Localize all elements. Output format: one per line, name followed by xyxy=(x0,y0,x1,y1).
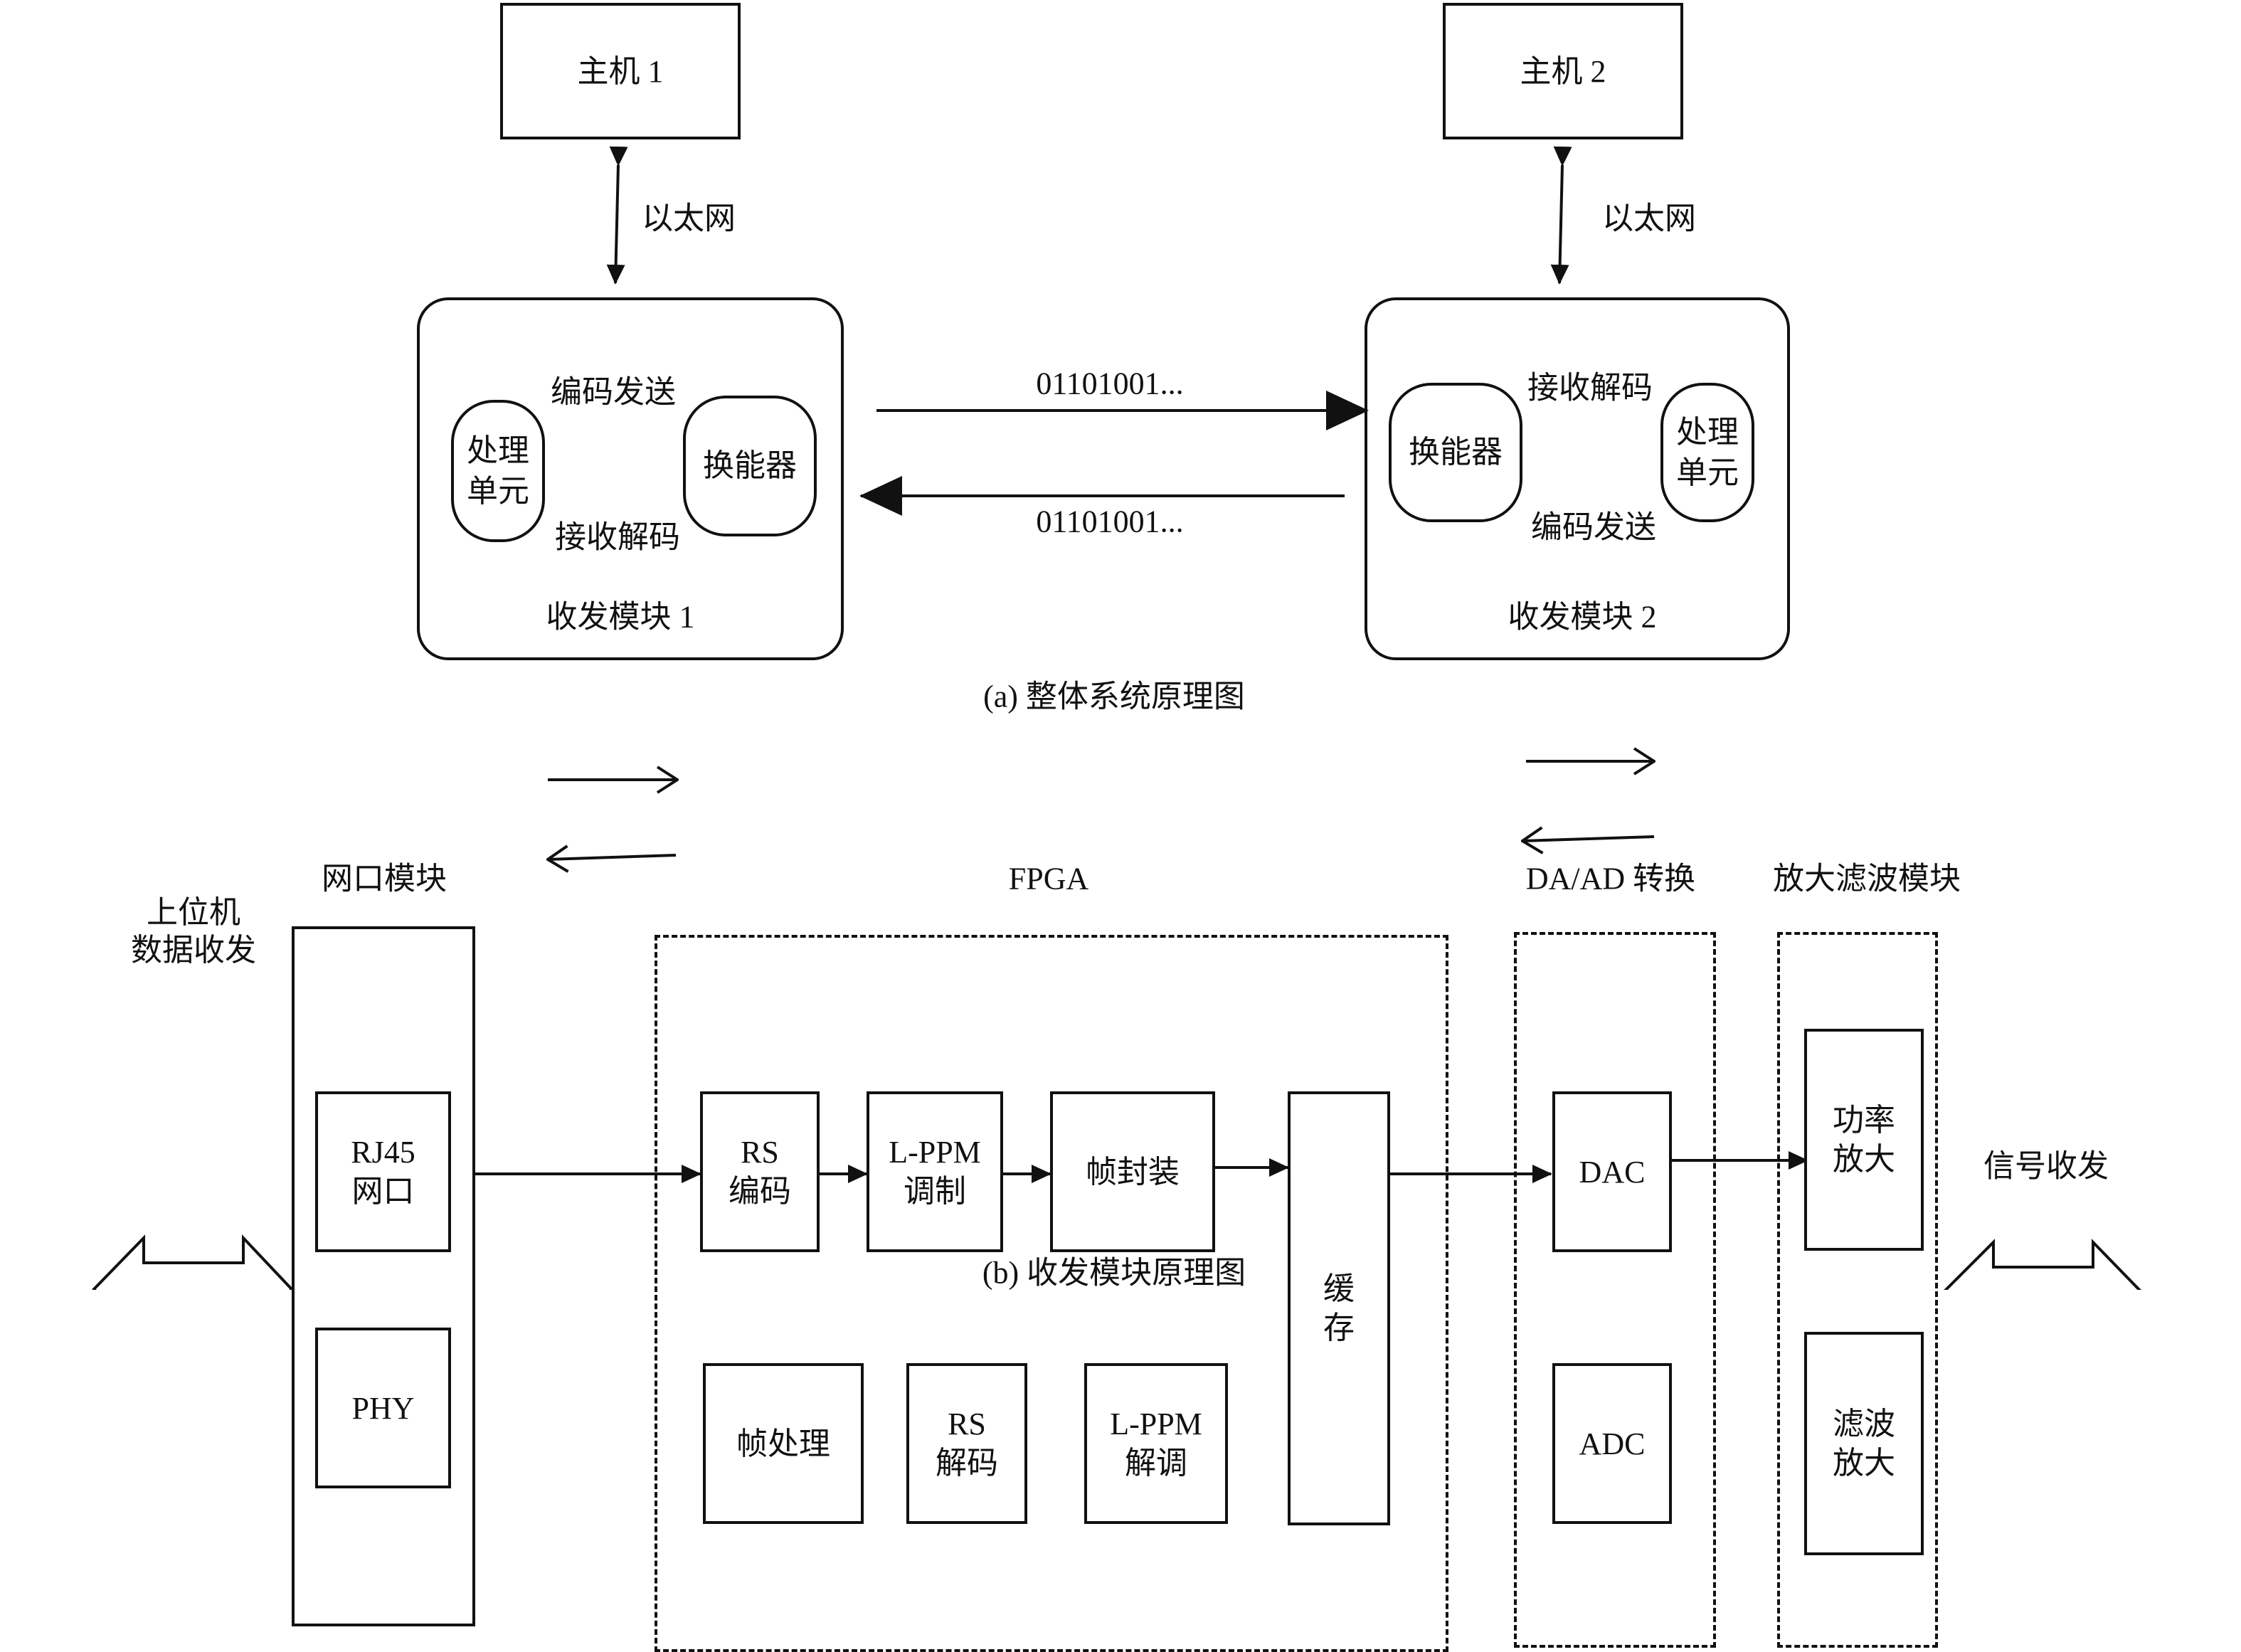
m2-encode-send-arrow xyxy=(1522,837,1655,841)
lppm-mod-box: L-PPM 调制 xyxy=(867,1091,1003,1252)
buffer-line1: 缓 xyxy=(1323,1271,1355,1306)
m1-receive-decode-label: 接收解码 xyxy=(555,519,680,555)
bitstream-label-bottom: 01101001... xyxy=(1036,504,1184,539)
host-io-double-arrow xyxy=(92,1234,294,1290)
caption-b: (b) 收发模块原理图 xyxy=(982,1255,1246,1291)
frame-pack-label: 帧封装 xyxy=(1086,1154,1180,1190)
filter-amp-line2: 放大 xyxy=(1833,1446,1895,1481)
host-io-line2: 数据收发 xyxy=(131,933,256,968)
m2-title: 收发模块 2 xyxy=(1508,599,1657,635)
adc-box: ADC xyxy=(1552,1363,1672,1524)
rs-encode-line2: 编码 xyxy=(729,1174,791,1209)
daad-title: DA/AD 转换 xyxy=(1525,861,1696,896)
net-module-box xyxy=(292,926,475,1626)
rj45-line1: RJ45 xyxy=(351,1135,415,1170)
host-2-label: 主机 2 xyxy=(1520,53,1606,89)
power-amp-line1: 功率 xyxy=(1833,1103,1895,1138)
adc-label: ADC xyxy=(1579,1426,1646,1461)
lppm-mod-line1: L-PPM xyxy=(889,1135,981,1170)
signal-io-label: 信号收发 xyxy=(1983,1148,2109,1184)
m2-processing-unit-line2: 单元 xyxy=(1676,455,1739,490)
host-1-label: 主机 1 xyxy=(577,53,664,89)
m2-transducer: 换能器 xyxy=(1389,383,1522,522)
rs-encode-box: RS 编码 xyxy=(700,1091,820,1252)
lppm-demod-box: L-PPM 解调 xyxy=(1084,1363,1228,1524)
phy-label: PHY xyxy=(351,1390,415,1426)
daad-region xyxy=(1514,932,1716,1648)
rs-decode-box: RS 解码 xyxy=(906,1363,1027,1524)
fpga-title: FPGA xyxy=(1008,861,1089,896)
buffer-line2: 存 xyxy=(1323,1311,1355,1345)
m1-transducer: 换能器 xyxy=(683,396,817,536)
frame-proc-label: 帧处理 xyxy=(736,1426,830,1461)
ethernet-label-right: 以太网 xyxy=(1602,201,1696,236)
lppm-demod-line1: L-PPM xyxy=(1110,1407,1202,1441)
signal-io-double-arrow xyxy=(1944,1239,2141,1290)
m2-processing-unit: 处理 单元 xyxy=(1660,383,1754,522)
m1-receive-decode-arrow xyxy=(548,855,677,859)
m1-encode-send-label: 编码发送 xyxy=(551,374,676,410)
frame-proc-box: 帧处理 xyxy=(703,1363,864,1524)
lppm-demod-line2: 解调 xyxy=(1125,1446,1187,1481)
host-1-box: 主机 1 xyxy=(500,3,741,139)
net-module-title: 网口模块 xyxy=(322,861,447,896)
m2-encode-send-label: 编码发送 xyxy=(1531,509,1656,545)
dac-label: DAC xyxy=(1579,1154,1646,1190)
m1-title: 收发模块 1 xyxy=(546,599,695,635)
ethernet-link-2 xyxy=(1550,146,1572,285)
transceiver-module-2 xyxy=(1365,297,1790,660)
host-io-label: 上位机 数据收发 xyxy=(131,894,256,970)
power-amp-box: 功率 放大 xyxy=(1804,1029,1924,1251)
m1-processing-unit-line2: 单元 xyxy=(467,474,529,509)
transceiver-module-1 xyxy=(417,297,844,660)
rj45-line2: 网口 xyxy=(351,1174,415,1209)
dac-box: DAC xyxy=(1552,1091,1672,1252)
amp-filter-title: 放大滤波模块 xyxy=(1773,861,1961,896)
host-io-line1: 上位机 xyxy=(147,895,240,931)
host-2-box: 主机 2 xyxy=(1443,3,1683,139)
frame-pack-box: 帧封装 xyxy=(1050,1091,1215,1252)
bitstream-label-top: 01101001... xyxy=(1036,366,1184,401)
m2-processing-unit-line1: 处理 xyxy=(1676,414,1739,450)
m2-receive-decode-label: 接收解码 xyxy=(1527,370,1653,406)
m1-processing-unit-line1: 处理 xyxy=(467,433,529,468)
rs-decode-line2: 解码 xyxy=(936,1446,998,1481)
power-amp-line2: 放大 xyxy=(1833,1142,1895,1177)
filter-amp-box: 滤波 放大 xyxy=(1804,1332,1924,1555)
rs-encode-line1: RS xyxy=(741,1135,779,1170)
ethernet-label-left: 以太网 xyxy=(642,201,736,236)
filter-amp-line1: 滤波 xyxy=(1833,1407,1895,1441)
ethernet-link-1 xyxy=(606,146,628,285)
rj45-port-box: RJ45 网口 xyxy=(315,1091,451,1252)
phy-box: PHY xyxy=(315,1328,451,1488)
m1-processing-unit: 处理 单元 xyxy=(451,400,545,542)
buffer-box: 缓 存 xyxy=(1288,1091,1390,1525)
lppm-mod-line2: 调制 xyxy=(904,1174,966,1209)
caption-a: (a) 整体系统原理图 xyxy=(983,679,1245,714)
m2-transducer-label: 换能器 xyxy=(1409,435,1503,470)
m1-transducer-label: 换能器 xyxy=(703,448,797,484)
rs-decode-line1: RS xyxy=(948,1407,986,1441)
